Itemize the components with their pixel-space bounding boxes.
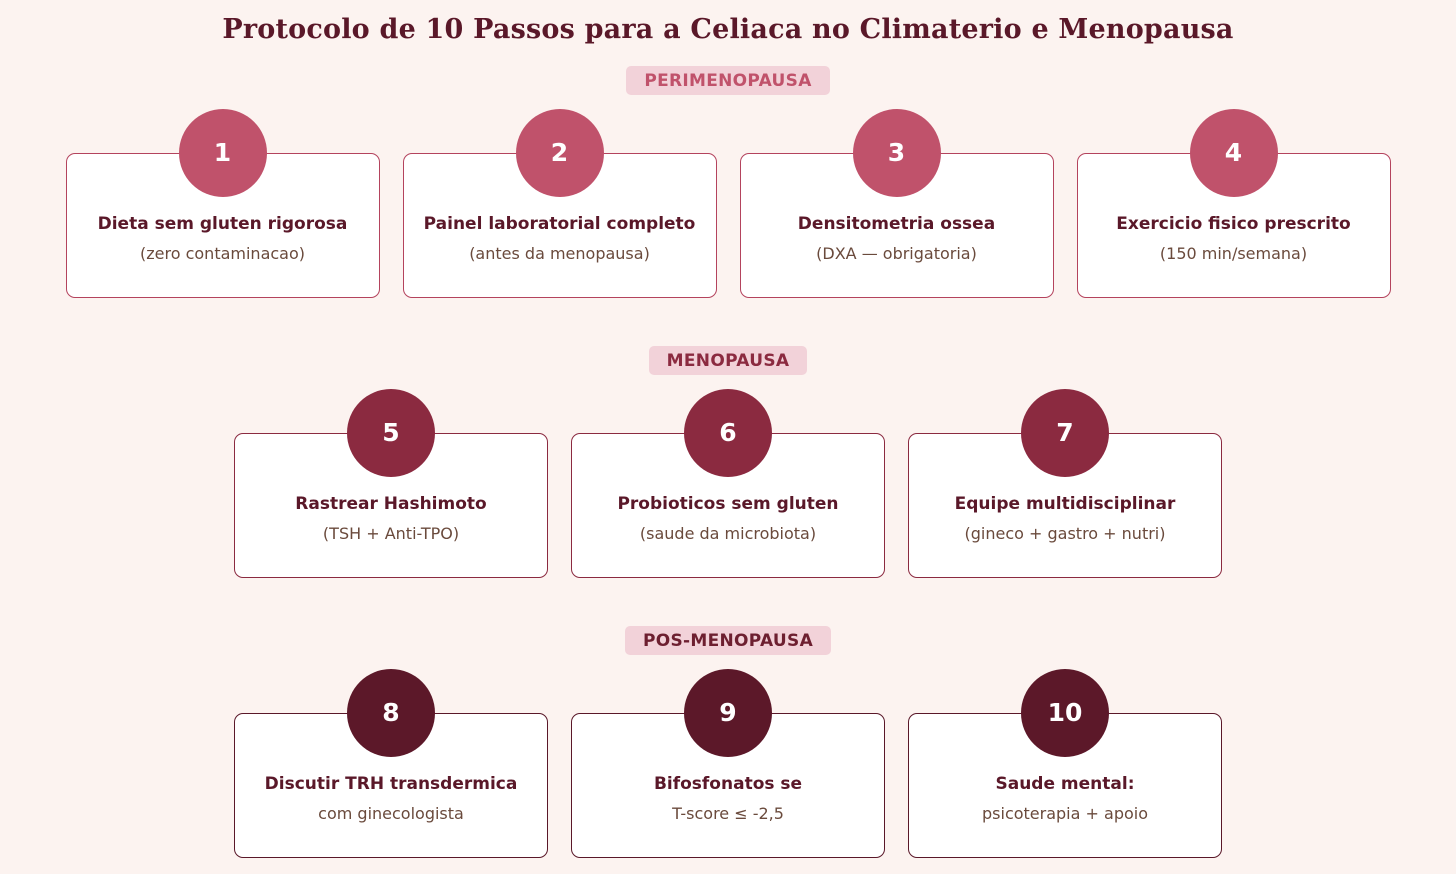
- step-subtitle: com ginecologista: [318, 804, 464, 823]
- step-title: Painel laboratorial completo: [423, 214, 696, 234]
- step-card-10: 10 Saude mental: psicoterapia + apoio: [908, 669, 1222, 858]
- step-subtitle: (antes da menopausa): [469, 244, 650, 263]
- page-title: Protocolo de 10 Passos para a Celiaca no…: [222, 14, 1234, 45]
- step-title: Rastrear Hashimoto: [295, 494, 487, 514]
- step-card-1: 1 Dieta sem gluten rigorosa (zero contam…: [65, 109, 380, 298]
- step-card-6: 6 Probioticos sem gluten (saude da micro…: [571, 389, 885, 578]
- step-subtitle: (TSH + Anti-TPO): [322, 524, 460, 543]
- step-card-8: 8 Discutir TRH transdermica com ginecolo…: [234, 669, 548, 858]
- phase-row-perimenopausa: 1 Dieta sem gluten rigorosa (zero contam…: [0, 109, 1456, 303]
- step-card-3: 3 Densitometria ossea (DXA — obrigatoria…: [739, 109, 1054, 298]
- phase-label-pos-menopausa: POS-MENOPAUSA: [0, 626, 1456, 655]
- step-subtitle: psicoterapia + apoio: [982, 804, 1148, 823]
- phase-badge: MENOPAUSA: [648, 346, 808, 375]
- step-number-circle: 6: [684, 389, 772, 477]
- step-number-circle: 8: [347, 669, 435, 757]
- phase-badge: POS-MENOPAUSA: [624, 626, 832, 655]
- step-title: Bifosfonatos se: [653, 774, 803, 794]
- phase-badge: PERIMENOPAUSA: [626, 66, 830, 95]
- step-subtitle: (DXA — obrigatoria): [816, 244, 977, 263]
- step-number-circle: 4: [1189, 109, 1278, 197]
- step-number-circle: 5: [347, 389, 435, 477]
- step-number-circle: 9: [684, 669, 772, 757]
- step-number-circle: 7: [1021, 389, 1109, 477]
- step-subtitle: (zero contaminacao): [140, 244, 305, 263]
- step-card-9: 9 Bifosfonatos se T-score ≤ -2,5: [571, 669, 885, 858]
- step-subtitle: (gineco + gastro + nutri): [964, 524, 1166, 543]
- step-title: Densitometria ossea: [797, 214, 996, 234]
- step-title: Dieta sem gluten rigorosa: [97, 214, 348, 234]
- step-subtitle: (saude da microbiota): [639, 524, 817, 543]
- step-title: Discutir TRH transdermica: [264, 774, 518, 794]
- phase-row-menopausa: 5 Rastrear Hashimoto (TSH + Anti-TPO) 6 …: [0, 389, 1456, 583]
- step-number-circle: 3: [852, 109, 941, 197]
- step-title: Exercicio fisico prescrito: [1116, 214, 1351, 234]
- phase-row-pos-menopausa: 8 Discutir TRH transdermica com ginecolo…: [0, 669, 1456, 863]
- step-number-circle: 2: [515, 109, 604, 197]
- phase-label-perimenopausa: PERIMENOPAUSA: [0, 66, 1456, 95]
- phase-label-menopausa: MENOPAUSA: [0, 346, 1456, 375]
- step-card-5: 5 Rastrear Hashimoto (TSH + Anti-TPO): [234, 389, 548, 578]
- step-title: Equipe multidisciplinar: [954, 494, 1176, 514]
- step-subtitle: (150 min/semana): [1159, 244, 1308, 263]
- step-card-2: 2 Painel laboratorial completo (antes da…: [402, 109, 717, 298]
- step-title: Probioticos sem gluten: [617, 494, 839, 514]
- step-card-7: 7 Equipe multidisciplinar (gineco + gast…: [908, 389, 1222, 578]
- step-subtitle: T-score ≤ -2,5: [672, 804, 784, 823]
- step-number-circle: 10: [1021, 669, 1109, 757]
- step-number-circle: 1: [178, 109, 267, 197]
- step-title: Saude mental:: [995, 774, 1135, 794]
- step-card-4: 4 Exercicio fisico prescrito (150 min/se…: [1076, 109, 1391, 298]
